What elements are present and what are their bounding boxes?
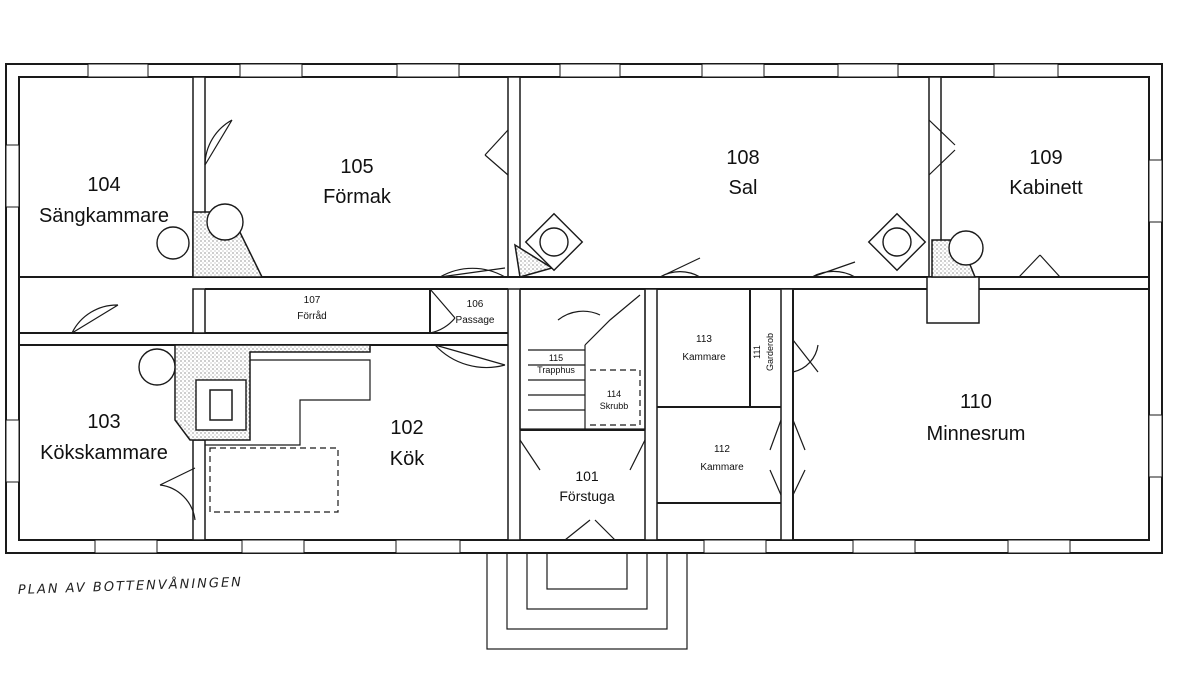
room-102-number: 102 xyxy=(390,417,423,439)
room-115-number: 115 xyxy=(549,353,563,363)
room-105-number: 105 xyxy=(340,156,373,178)
entrance-steps xyxy=(486,552,688,650)
room-labels: 104 Sängkammare 105 Förmak 108 Sal 109 K… xyxy=(39,147,1083,504)
room-107-number: 107 xyxy=(304,295,321,306)
fireplaces xyxy=(138,203,984,513)
room-111-number: 111 xyxy=(752,345,762,359)
room-103-number: 103 xyxy=(87,411,120,433)
room-108-number: 108 xyxy=(726,147,759,169)
room-105-name: Förmak xyxy=(323,186,392,208)
room-106-number: 106 xyxy=(467,299,484,310)
room-113-name: Kammare xyxy=(682,352,726,363)
room-107-name: Förråd xyxy=(297,310,326,322)
room-104-name: Sängkammare xyxy=(39,205,169,227)
doors xyxy=(71,119,1061,541)
room-103-name: Kökskammare xyxy=(40,442,168,464)
room-112-name: Kammare xyxy=(700,462,744,473)
room-101-number: 101 xyxy=(575,468,599,484)
room-111-label: 111 Garderob xyxy=(752,333,775,371)
room-112-number: 112 xyxy=(714,444,730,455)
room-101-name: Förstuga xyxy=(559,488,614,504)
room-102-name: Kök xyxy=(390,448,425,470)
room-106-name: Passage xyxy=(456,315,495,326)
room-104-number: 104 xyxy=(87,174,120,196)
room-114-number: 114 xyxy=(607,389,621,399)
room-114-name: Skrubb xyxy=(600,401,629,411)
interior-walls xyxy=(19,76,1149,541)
windows xyxy=(5,63,1163,554)
room-111-name: Garderob xyxy=(765,333,775,371)
room-109-number: 109 xyxy=(1029,147,1062,169)
room-110-number: 110 xyxy=(960,391,992,413)
room-113-number: 113 xyxy=(696,334,712,345)
stairs xyxy=(528,294,641,430)
plan-caption: PLAN AV BOTTENVÅNINGEN xyxy=(18,574,244,598)
room-115-name: Trapphus xyxy=(537,365,575,375)
room-108-name: Sal xyxy=(729,177,758,199)
room-110-name: Minnesrum xyxy=(927,423,1026,445)
room-109-name: Kabinett xyxy=(1009,177,1083,199)
